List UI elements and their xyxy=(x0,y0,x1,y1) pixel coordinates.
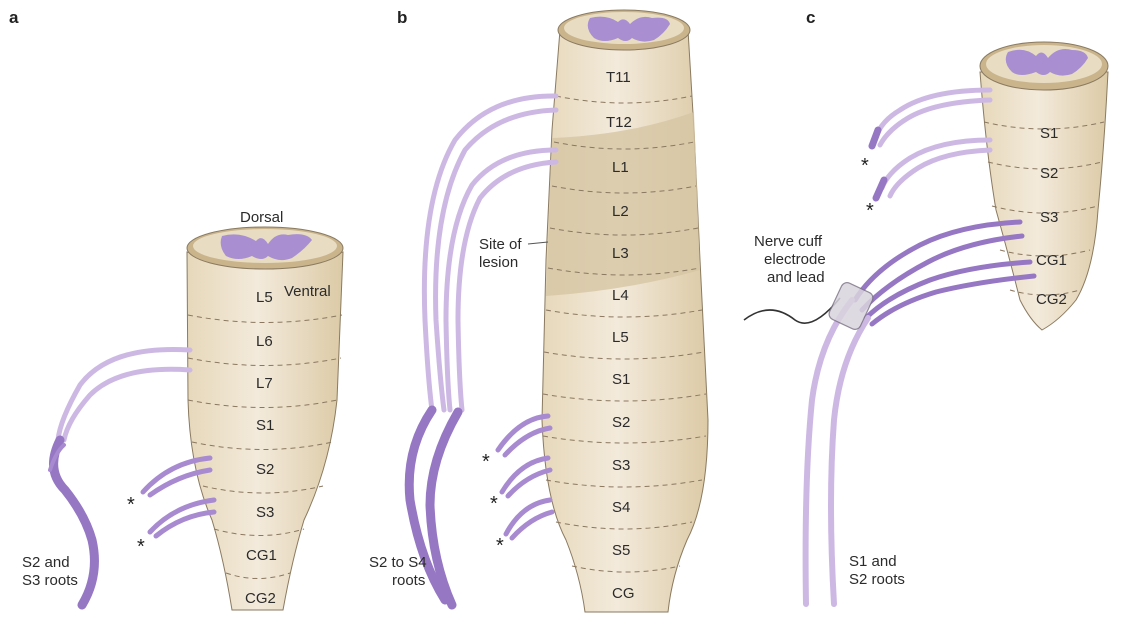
segment-label: S2 xyxy=(1040,165,1058,182)
cut-root-asterisk: * xyxy=(490,493,498,515)
cut-root-asterisk: * xyxy=(866,200,874,222)
lesion-label-line1: Site of xyxy=(479,236,522,253)
segment-label: S1 xyxy=(256,417,274,434)
panel-c-ventral-roots xyxy=(806,222,1034,604)
segment-label: L5 xyxy=(256,289,273,306)
segment-label: L5 xyxy=(612,329,629,346)
panel-b-roots-label-line1: S2 to S4 xyxy=(369,554,427,571)
electrode-label-line1: Nerve cuff xyxy=(754,233,823,250)
electrode-label-line2: electrode xyxy=(764,251,826,268)
segment-label: L6 xyxy=(256,333,273,350)
panel-b-roots xyxy=(409,96,556,605)
panel-a-letter: a xyxy=(9,8,19,27)
segment-label: S2 xyxy=(256,461,274,478)
segment-label: L4 xyxy=(612,287,629,304)
segment-label: S4 xyxy=(612,499,630,516)
segment-label: L7 xyxy=(256,375,273,392)
panel-a-roots-label-line2: S3 roots xyxy=(22,572,78,589)
cut-root-asterisk: * xyxy=(127,494,135,516)
panel-c-cut-roots xyxy=(872,90,990,198)
panel-a-roots-label-line1: S2 and xyxy=(22,554,70,571)
lesion-pointer xyxy=(528,242,548,244)
segment-label: S3 xyxy=(1040,209,1058,226)
dorsal-label: Dorsal xyxy=(240,209,283,226)
segment-label: T12 xyxy=(606,114,632,131)
segment-label: CG2 xyxy=(245,590,276,607)
segment-label: CG1 xyxy=(1036,252,1067,269)
electrode-label-line3: and lead xyxy=(767,269,825,286)
lesion-label-line2: lesion xyxy=(479,254,518,271)
cut-root-asterisk: * xyxy=(137,536,145,558)
panel-b-roots-label-line2: roots xyxy=(392,572,425,589)
segment-label: L3 xyxy=(612,245,629,262)
segment-label: L2 xyxy=(612,203,629,220)
segment-label: S1 xyxy=(612,371,630,388)
cut-root-asterisk: * xyxy=(861,155,869,177)
panel-c-roots-label-line2: S2 roots xyxy=(849,571,905,588)
cut-root-asterisk: * xyxy=(482,451,490,473)
segment-label: CG xyxy=(612,585,635,602)
panel-b: b xyxy=(369,8,708,612)
segment-label: CG2 xyxy=(1036,291,1067,308)
segment-label: L1 xyxy=(612,159,629,176)
segment-label: S3 xyxy=(256,504,274,521)
segment-label: T11 xyxy=(606,69,631,86)
segment-label: S2 xyxy=(612,414,630,431)
ventral-label: Ventral xyxy=(284,283,331,300)
segment-label: S5 xyxy=(612,542,630,559)
panel-a: a Dorsal Ve xyxy=(9,8,343,610)
cut-root-asterisk: * xyxy=(496,535,504,557)
segment-label: S1 xyxy=(1040,125,1058,142)
segment-label: CG1 xyxy=(246,547,277,564)
nerve-cuff-electrode xyxy=(744,281,875,332)
panel-c-letter: c xyxy=(806,8,815,27)
segment-label: S3 xyxy=(612,457,630,474)
panel-c-roots-label-line1: S1 and xyxy=(849,553,897,570)
panel-b-letter: b xyxy=(397,8,407,27)
panel-c: c xyxy=(744,8,1108,604)
